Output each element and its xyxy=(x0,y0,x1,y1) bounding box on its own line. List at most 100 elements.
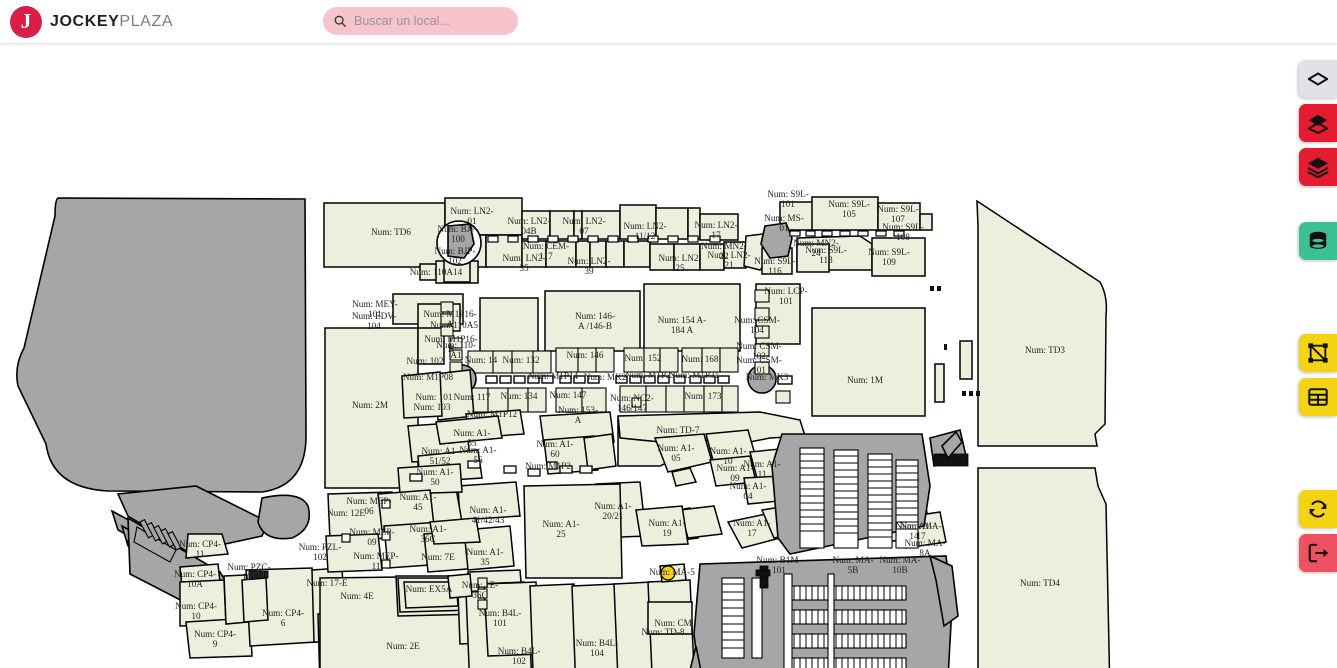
map-units-td3-td4 xyxy=(976,199,1111,668)
table-grid-icon xyxy=(1308,388,1328,406)
layer-single-icon xyxy=(1307,72,1329,86)
map-unit-label: Num: CP4-6 xyxy=(262,608,304,628)
database-icon xyxy=(1309,231,1327,249)
map-unit-label: Num: LN2-11/12 xyxy=(623,221,666,241)
database-button[interactable] xyxy=(1299,222,1337,260)
map-unit-label: Num: CM xyxy=(654,618,692,628)
map-unit-label: Num: NC2-146/147 xyxy=(610,393,654,413)
layers-double-icon xyxy=(1307,114,1329,134)
layers-double-button[interactable] xyxy=(1299,104,1337,142)
map-unit-label: Num: A1-10 xyxy=(709,446,746,466)
layers-stack-button[interactable] xyxy=(1299,148,1337,186)
mall-floorplan-map[interactable]: .unit { fill:#eaf0dc; stroke:#000; strok… xyxy=(0,43,1337,668)
map-unit-label: Num: 117 xyxy=(454,392,491,402)
map-unit-label: Num: M1P2 xyxy=(525,461,571,471)
map-unit-label: Num: A1-45 xyxy=(399,492,436,512)
search-icon xyxy=(334,15,346,27)
map-unit-label: Num: MEY-101 xyxy=(352,299,398,319)
map-unit-label: Num: MEP-06 xyxy=(346,496,391,516)
map-unit-label: Num: M1P16-A xyxy=(423,309,476,329)
map-unit-label: Num: 168 xyxy=(681,354,718,364)
map-unit-label: Num: BJP-102 xyxy=(434,246,475,266)
map-unit-label: Num: B4L-102 xyxy=(498,646,541,666)
map-unit-label: Num: B4L-101 xyxy=(479,608,522,628)
map-unit-label: Num: MA-10B xyxy=(879,555,920,575)
search-input[interactable] xyxy=(354,8,508,34)
map-unit-label: Num: M1P12 xyxy=(467,409,518,419)
map-unit-label: Num: MA-5B xyxy=(832,555,873,575)
map-unit-label: Num: 154 A-184 A xyxy=(658,315,707,335)
map-unit-label: Num: 2M xyxy=(352,400,388,410)
map-unit-label: Num: TD6 xyxy=(371,227,411,237)
map-unit-label: Num: EX5A xyxy=(406,584,453,594)
map-unit-label: Num: TD4 xyxy=(1020,578,1060,588)
refresh-icon xyxy=(1309,500,1327,518)
map-unit-label: Num: 103 xyxy=(413,402,450,412)
map-unit-label: Num: B1M-101 xyxy=(756,555,801,575)
map-unit-label: Num: S9L-101 xyxy=(767,189,809,209)
map-unit-label: Num: 147 xyxy=(549,390,586,400)
map-unit-label: Num: M1P08 xyxy=(403,372,454,382)
map-tools-toolbar xyxy=(1291,60,1337,578)
logout-button[interactable] xyxy=(1299,534,1337,572)
map-unit-label: Num: A1-41/42/43 xyxy=(469,505,506,525)
map-parking-lower xyxy=(689,554,959,668)
map-unit-label: Num: MS-01 xyxy=(764,213,804,233)
map-unit-label: Num: S9L-116 xyxy=(754,256,796,276)
map-unit-label: Num: 173 xyxy=(684,391,721,401)
map-unit-label: Num: A1-04 xyxy=(729,481,766,501)
map-units-top-strip xyxy=(323,197,777,284)
map-structure-left-block xyxy=(16,197,311,610)
map-unit-label: Num: LN2-07 xyxy=(562,216,605,236)
map-unit-label: Num: 146-A /146-B xyxy=(575,311,615,331)
map-unit-label: Num: S9L-109 xyxy=(868,247,910,267)
search-bar[interactable] xyxy=(323,7,518,35)
map-unit-label: Num: 12E xyxy=(327,508,365,518)
table-button[interactable] xyxy=(1299,378,1337,416)
layer-single-button[interactable] xyxy=(1299,60,1337,98)
map-canvas[interactable]: .unit { fill:#eaf0dc; stroke:#000; strok… xyxy=(0,43,1337,668)
map-unit-label: Num: A1-14 xyxy=(895,521,932,541)
map-units-mid-tier xyxy=(324,283,973,489)
map-unit-label: Num: EDV-104 xyxy=(352,311,396,331)
map-units-mep-cluster xyxy=(325,489,515,573)
map-unit-label: Num: CP4-10A xyxy=(174,569,216,589)
map-unit-label: Num: 153-A xyxy=(558,405,598,425)
map-unit-label: Num: 101 xyxy=(415,392,452,402)
map-unit-label: Num: PZC-105 xyxy=(227,562,270,582)
map-unit-label: Num: TD3 xyxy=(1025,345,1065,355)
map-parking-upper xyxy=(771,429,969,555)
map-unit-label: Num: MN2-24 xyxy=(793,238,839,258)
map-unit-label: Num: M1P31 xyxy=(669,370,720,380)
map-unit-label: Num: MEP-11 xyxy=(353,551,398,571)
map-unit-label: Num: LN2-21 xyxy=(707,250,750,270)
map-unit-label: Num: CP4-11 xyxy=(179,539,221,559)
refresh-button[interactable] xyxy=(1299,490,1337,528)
map-unit-label: Num: 102 xyxy=(406,356,443,366)
map-unit-label: Num: S9L-107 xyxy=(877,204,919,224)
map-unit-label: Num: A1-19 xyxy=(648,518,685,538)
map-unit-label: Num: 1E-36C xyxy=(462,580,499,600)
map-unit-label: Num: 17-E xyxy=(306,578,347,588)
map-unit-label: Num: A1-56 xyxy=(459,445,496,465)
map-misc-markers xyxy=(930,286,980,396)
map-unit-label: Num: CEM-117 xyxy=(523,241,569,261)
map-unit-label: Num: 1M xyxy=(847,375,883,385)
polygon-button[interactable] xyxy=(1299,334,1337,372)
map-unit-label: Num: CSM-101 xyxy=(736,355,782,375)
map-unit-label: Num: MK2 xyxy=(584,372,627,382)
map-unit-label: Num: LN2-25 xyxy=(658,253,701,273)
map-unit-label: Num: 110-A1 xyxy=(436,340,476,360)
map-unit-label: Num: A1-11 xyxy=(743,459,780,479)
brand-badge-letter: J xyxy=(20,9,32,33)
layers-stack-icon xyxy=(1307,157,1329,178)
map-unit-label: Num: 132 xyxy=(502,355,539,365)
map-unit-label: Num: A1-20/21 xyxy=(594,501,631,521)
map-unit-label: Num: 7E xyxy=(421,552,455,562)
map-unit-label: Num: MA-5 xyxy=(649,567,695,577)
map-unit-label: Num: LN2-04B xyxy=(507,216,550,236)
